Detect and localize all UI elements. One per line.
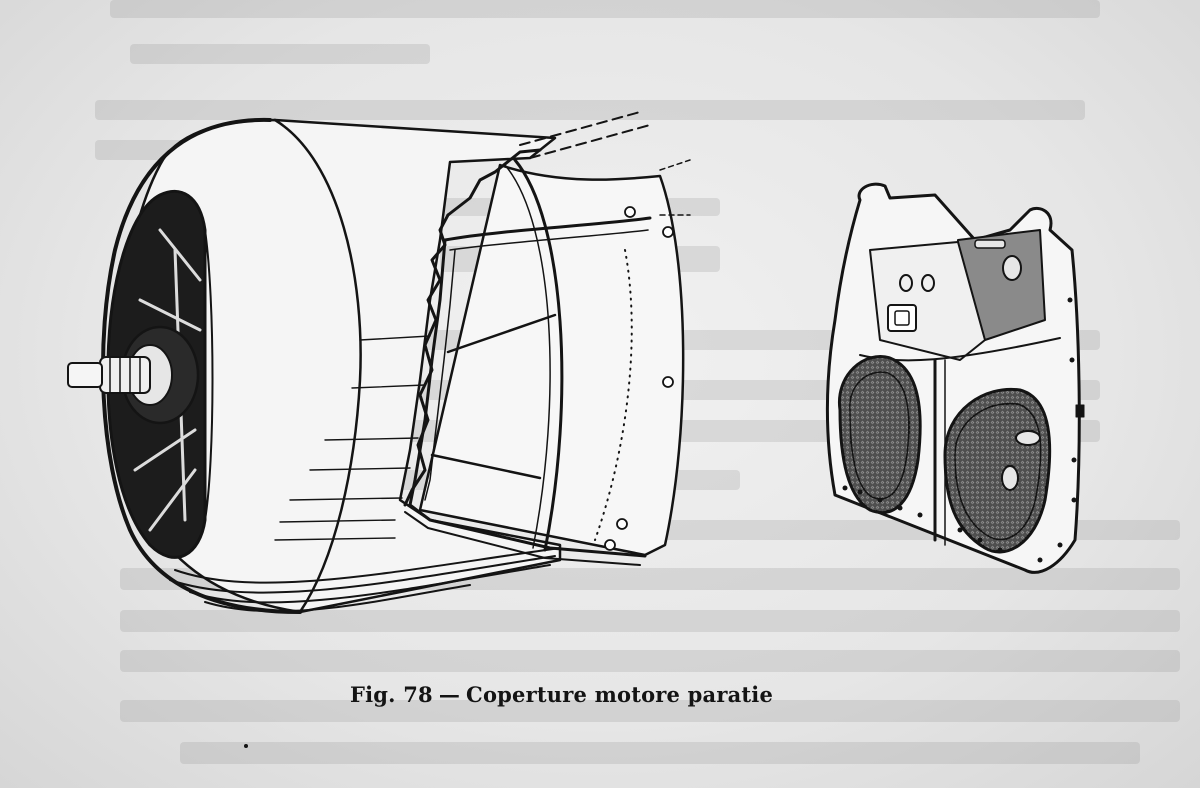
- firewall-bulkhead: [826, 182, 1085, 574]
- figure-title: Coperture motore paratie: [466, 682, 774, 707]
- caption-separator: —: [438, 682, 461, 707]
- print-speck: [244, 744, 248, 748]
- engine-cowling: [67, 111, 651, 614]
- figure-number: Fig. 78: [350, 682, 433, 707]
- figure-caption: Fig. 78—Coperture motore paratie: [350, 682, 773, 707]
- cowl-side-panel: [403, 148, 691, 566]
